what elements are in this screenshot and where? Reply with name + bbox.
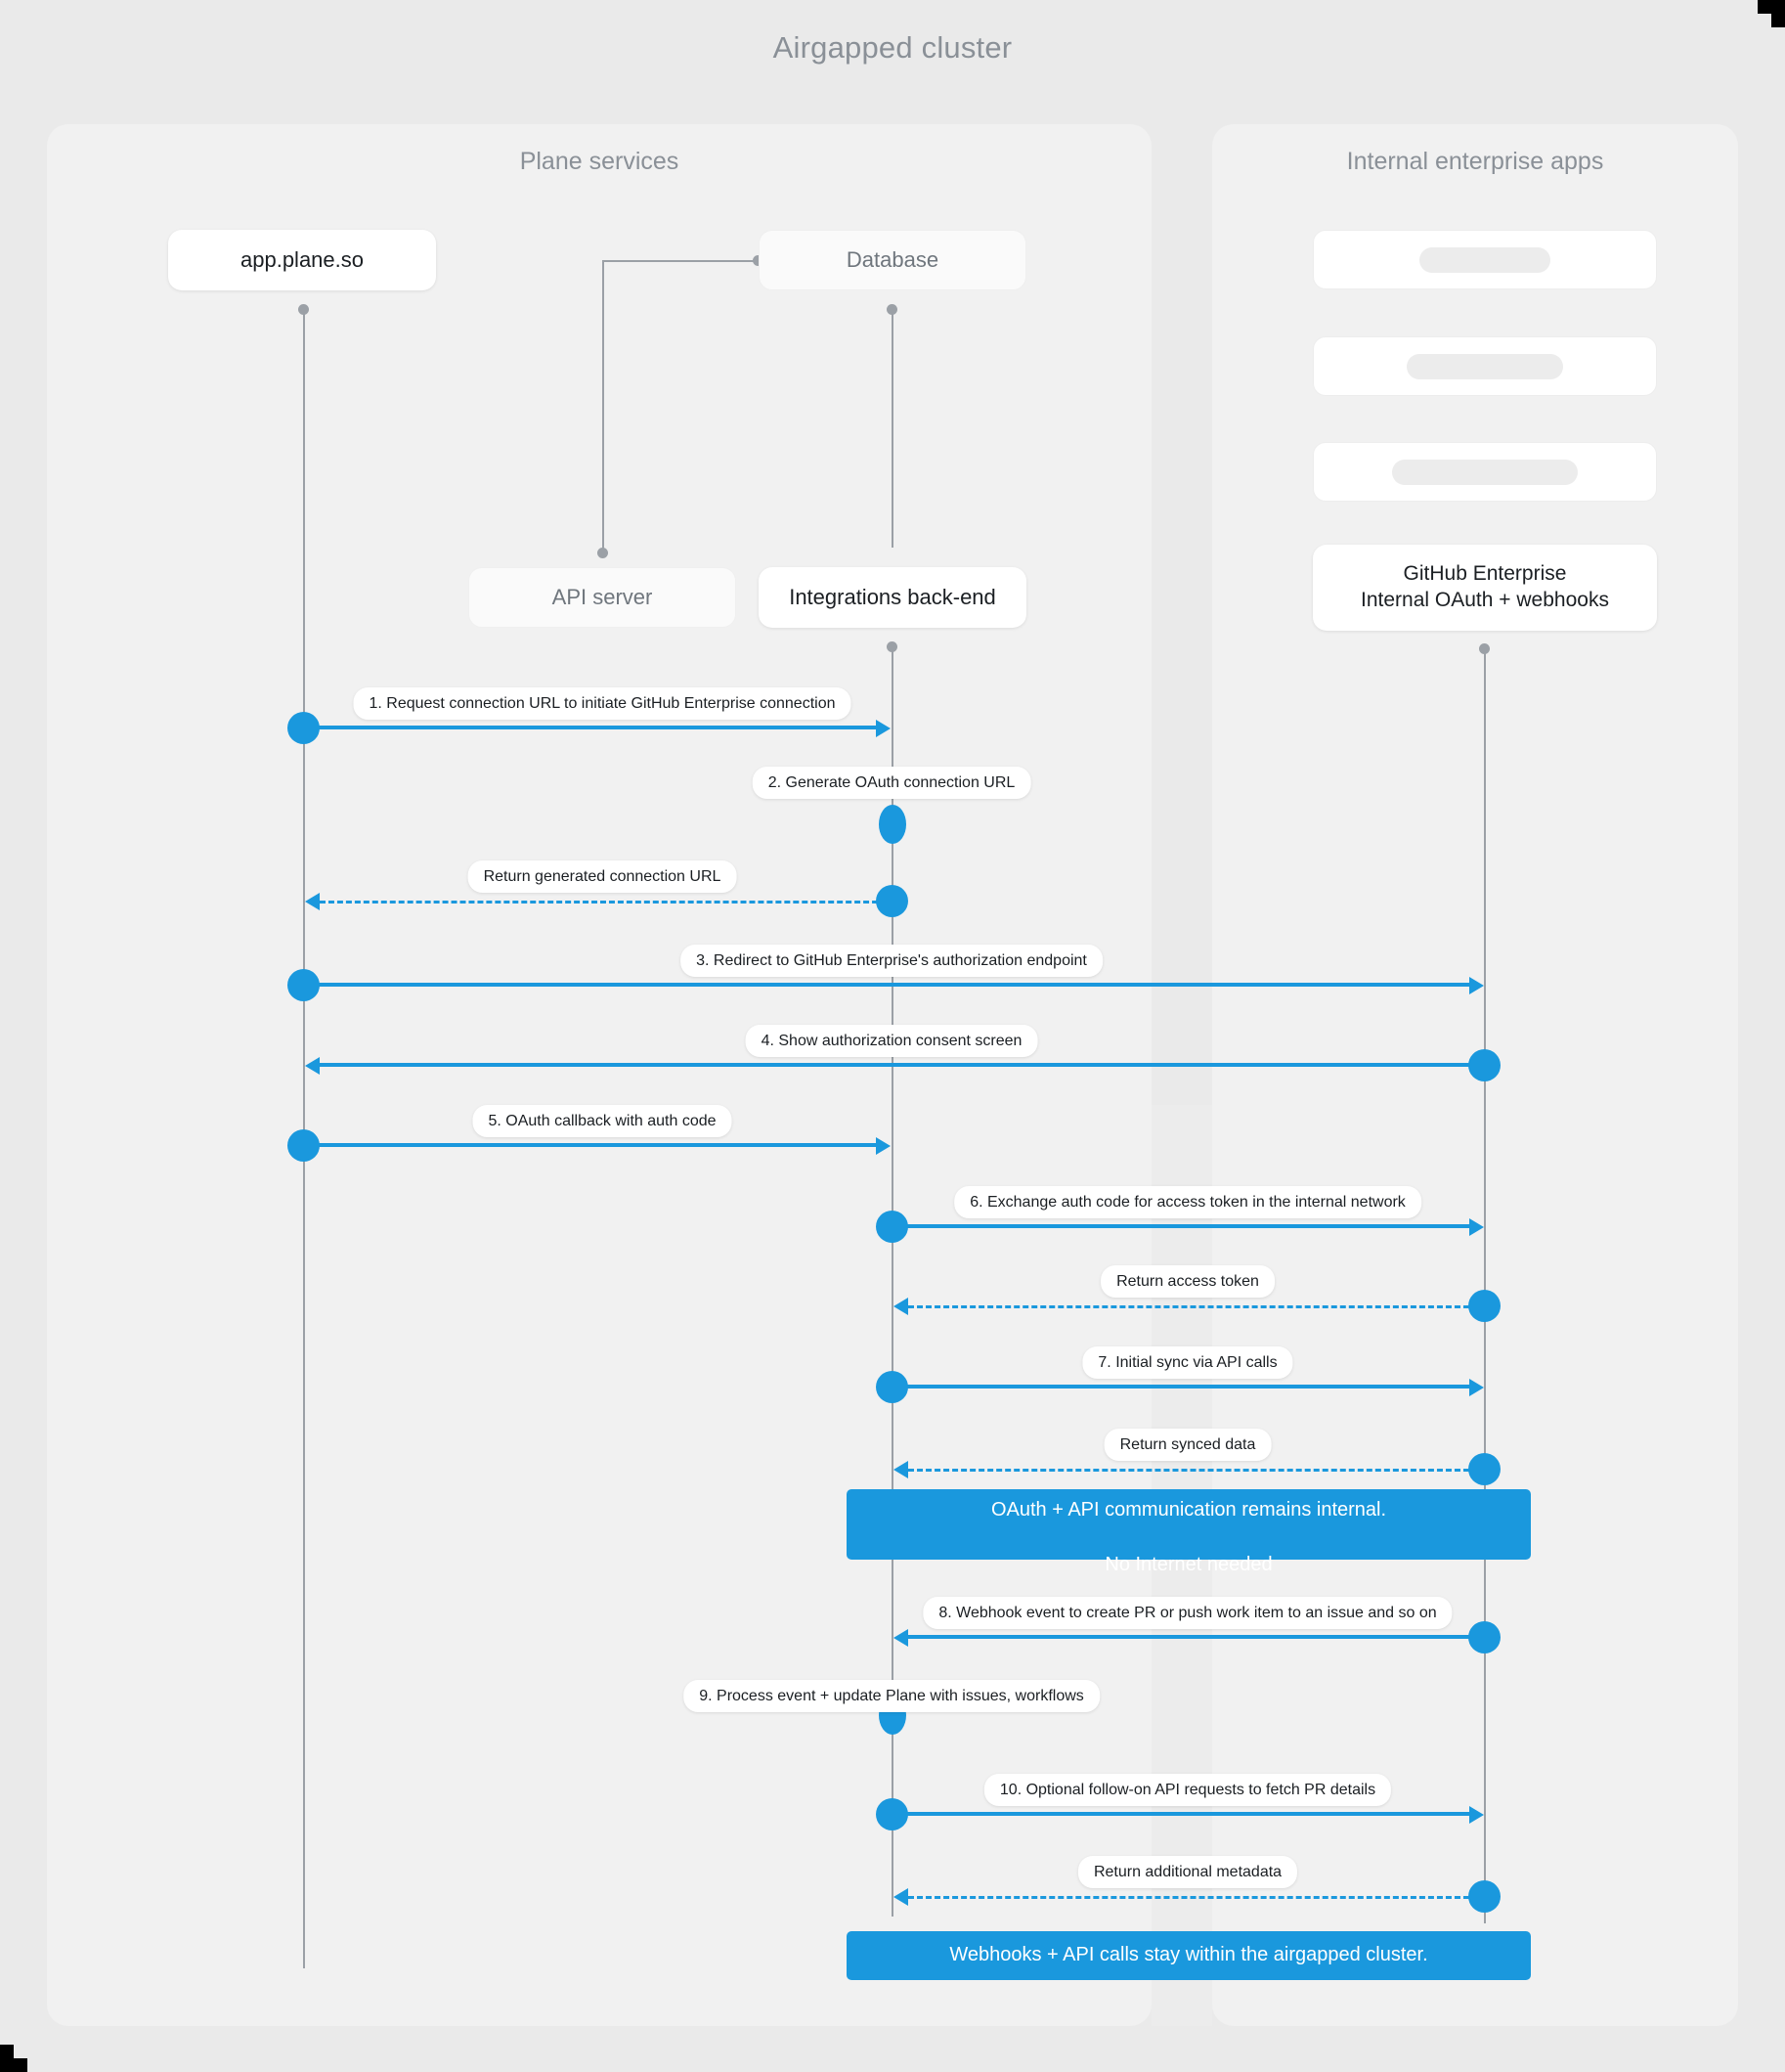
activation-dot-msg-14 xyxy=(1468,1880,1501,1913)
participant-github-enterprise-line2: Internal OAuth + webhooks xyxy=(1361,589,1609,611)
activation-dot-msg-10 xyxy=(1468,1453,1501,1485)
placeholder-app-box-3 xyxy=(1313,442,1657,502)
note-oauth-internal-line1: OAuth + API communication remains intern… xyxy=(990,1499,1387,1521)
database-apiserver-connector-horizontal xyxy=(602,260,759,262)
message-arrowhead-6 xyxy=(876,1137,891,1155)
message-arrowhead-9 xyxy=(1469,1379,1484,1396)
participant-api-server[interactable]: API server xyxy=(468,567,736,628)
message-label-13: 10. Optional follow-on API requests to f… xyxy=(983,1774,1392,1807)
activation-dot-msg-2 xyxy=(879,805,906,844)
message-arrowhead-10 xyxy=(893,1461,908,1478)
message-arrow-5 xyxy=(320,1063,1469,1067)
participant-github-enterprise-line1: GitHub Enterprise xyxy=(1403,562,1567,586)
participant-github-enterprise[interactable]: GitHub Enterprise Internal OAuth + webho… xyxy=(1313,545,1657,631)
placeholder-app-box-2 xyxy=(1313,336,1657,396)
message-label-9: 7. Initial sync via API calls xyxy=(1082,1346,1293,1380)
message-arrowhead-5 xyxy=(305,1057,320,1075)
activation-dot-msg-8 xyxy=(1468,1290,1501,1322)
placeholder-bar xyxy=(1407,353,1563,379)
panel-plane-services-title: Plane services xyxy=(519,148,679,175)
placeholder-bar xyxy=(1419,246,1550,273)
message-arrowhead-7 xyxy=(1469,1218,1484,1236)
message-label-5: 4. Show authorization consent screen xyxy=(745,1025,1038,1058)
panel-internal-enterprise-apps-title: Internal enterprise apps xyxy=(1346,148,1604,175)
lifeline-dot-integrations-backend xyxy=(887,641,897,652)
crop-mark-bottom-left-horizontal xyxy=(0,2058,27,2072)
message-arrowhead-3 xyxy=(305,893,320,910)
placeholder-app-box-1 xyxy=(1313,230,1657,289)
note-oauth-internal-line2: No Internet needed xyxy=(1105,1553,1273,1575)
message-label-8: Return access token xyxy=(1101,1265,1275,1299)
database-apiserver-connector-vertical xyxy=(602,262,604,555)
message-label-6: 5. OAuth callback with auth code xyxy=(472,1105,732,1138)
message-arrow-13 xyxy=(892,1812,1469,1816)
message-arrowhead-1 xyxy=(876,720,891,737)
lifeline-dot-database xyxy=(887,304,897,315)
message-arrow-3 xyxy=(320,901,887,904)
lifeline-dot-github-enterprise xyxy=(1479,643,1490,654)
message-arrow-11 xyxy=(908,1635,1469,1639)
message-arrowhead-14 xyxy=(893,1888,908,1906)
placeholder-bar xyxy=(1392,459,1578,485)
message-label-11: 8. Webhook event to create PR or push wo… xyxy=(923,1597,1453,1630)
lifeline-database xyxy=(892,308,893,548)
message-arrow-7 xyxy=(892,1224,1469,1228)
message-arrow-6 xyxy=(304,1143,876,1147)
message-arrowhead-4 xyxy=(1469,977,1484,994)
message-arrow-1 xyxy=(304,726,876,729)
crop-mark-top-right-horizontal xyxy=(1758,0,1785,14)
participant-database[interactable]: Database xyxy=(759,230,1026,290)
lifeline-dot-app-plane-so xyxy=(298,304,309,315)
message-label-1: 1. Request connection URL to initiate Gi… xyxy=(353,687,851,721)
message-arrow-10 xyxy=(908,1469,1469,1472)
message-label-3: Return generated connection URL xyxy=(467,860,737,894)
note-oauth-internal: OAuth + API communication remains intern… xyxy=(847,1489,1531,1575)
message-label-14: Return additional metadata xyxy=(1077,1856,1298,1889)
message-label-10: Return synced data xyxy=(1104,1429,1272,1462)
message-arrowhead-13 xyxy=(1469,1806,1484,1824)
message-label-4: 3. Redirect to GitHub Enterprise's autho… xyxy=(680,945,1103,978)
message-arrowhead-8 xyxy=(893,1298,908,1315)
participant-app-plane-so[interactable]: app.plane.so xyxy=(168,230,436,290)
diagram-title: Airgapped cluster xyxy=(772,30,1013,65)
lifeline-integrations-backend xyxy=(892,645,893,1917)
activation-dot-msg-5 xyxy=(1468,1049,1501,1081)
message-label-7: 6. Exchange auth code for access token i… xyxy=(954,1186,1421,1219)
message-arrowhead-11 xyxy=(893,1629,908,1647)
database-connector-endpoint-dot xyxy=(753,255,763,266)
note-webhooks-airgapped: Webhooks + API calls stay within the air… xyxy=(847,1931,1531,1980)
message-arrow-4 xyxy=(304,983,1469,987)
message-arrow-8 xyxy=(908,1305,1469,1308)
activation-dot-msg-11 xyxy=(1468,1621,1501,1653)
message-arrow-14 xyxy=(908,1896,1469,1899)
panel-plane-services: Plane services xyxy=(47,124,1152,2026)
message-arrow-9 xyxy=(892,1385,1469,1389)
message-label-2: 2. Generate OAuth connection URL xyxy=(752,767,1031,800)
lifeline-github-enterprise xyxy=(1484,647,1486,1923)
apiserver-connector-endpoint-dot xyxy=(597,548,608,558)
message-label-12: 9. Process event + update Plane with iss… xyxy=(683,1680,1100,1713)
participant-integrations-backend[interactable]: Integrations back-end xyxy=(759,567,1026,628)
